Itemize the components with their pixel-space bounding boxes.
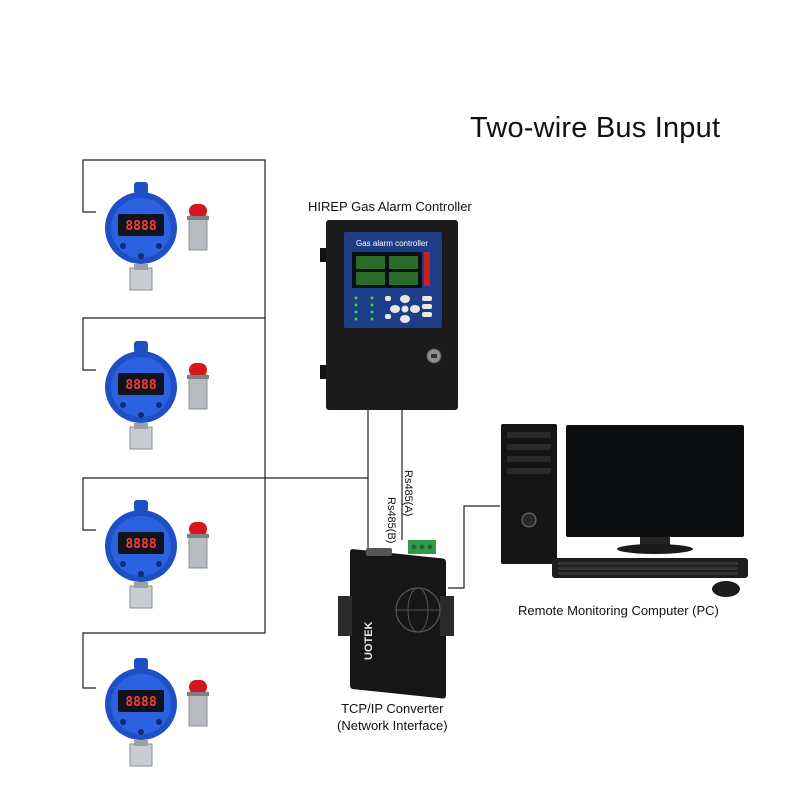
converter-label: TCP/IP Converter (Network Interface): [337, 700, 448, 734]
gas-detector-4: [104, 657, 210, 767]
converter-brand: UOTEK: [363, 621, 375, 660]
diagram-title: Two-wire Bus Input: [470, 112, 721, 144]
bus-to-controller: [265, 408, 369, 479]
computer-label: Remote Monitoring Computer (PC): [518, 603, 719, 618]
bus-loop-2: [82, 318, 266, 531]
converter-to-pc-wire: [448, 505, 500, 589]
tcpip-converter: UOTEK: [338, 540, 454, 699]
bus-loop-1: [82, 159, 266, 371]
converter-label-line1: TCP/IP Converter: [341, 701, 444, 716]
gas-detector-2: [104, 340, 210, 450]
remote-computer: [501, 424, 748, 597]
bus-wiring: [82, 159, 500, 689]
rs485-a-label: Rs485(A): [402, 470, 414, 517]
gas-detector-1: [104, 181, 210, 291]
gas-detector-3: [104, 499, 210, 609]
rs485-b-label: Rs485(B): [385, 497, 397, 544]
controller-label: HIREP Gas Alarm Controller: [308, 199, 472, 214]
bus-loop-3: [82, 478, 266, 689]
converter-label-line2: (Network Interface): [337, 718, 448, 733]
gas-alarm-controller: Gas alarm controller: [320, 220, 458, 410]
controller-screen-title: Gas alarm controller: [356, 239, 428, 248]
